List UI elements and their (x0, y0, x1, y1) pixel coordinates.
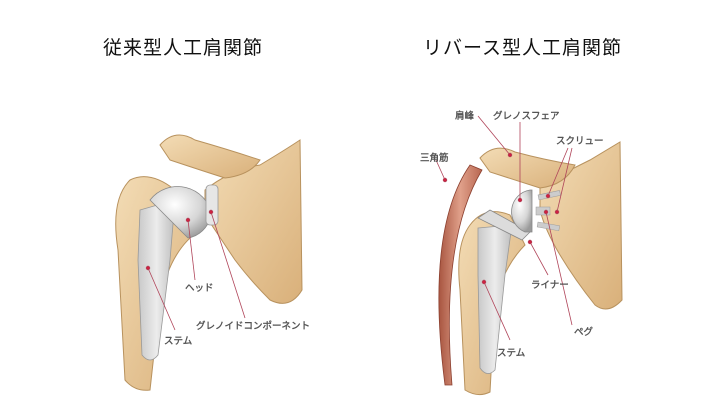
label-deltoid: 三角筋 (420, 153, 449, 164)
label-acromion: 肩峰 (455, 111, 475, 122)
label-peg: ペグ (574, 327, 594, 338)
label-stem-right: ステム (497, 348, 526, 359)
left-panel-title: 従来型人工肩関節 (103, 37, 264, 59)
label-glenoid-component: グレノイドコンポーネント (196, 321, 311, 332)
right-panel-title: リバース型人工肩関節 (423, 37, 623, 59)
label-stem-left: ステム (164, 336, 193, 347)
label-screw: スクリュー (556, 136, 604, 147)
label-liner: ライナー (531, 280, 569, 291)
reverse-shoulder-illustration (435, 115, 623, 396)
label-head: ヘッド (185, 283, 214, 294)
conventional-shoulder-illustration (115, 134, 303, 391)
label-glenosphere: グレノスフェア (493, 111, 560, 122)
